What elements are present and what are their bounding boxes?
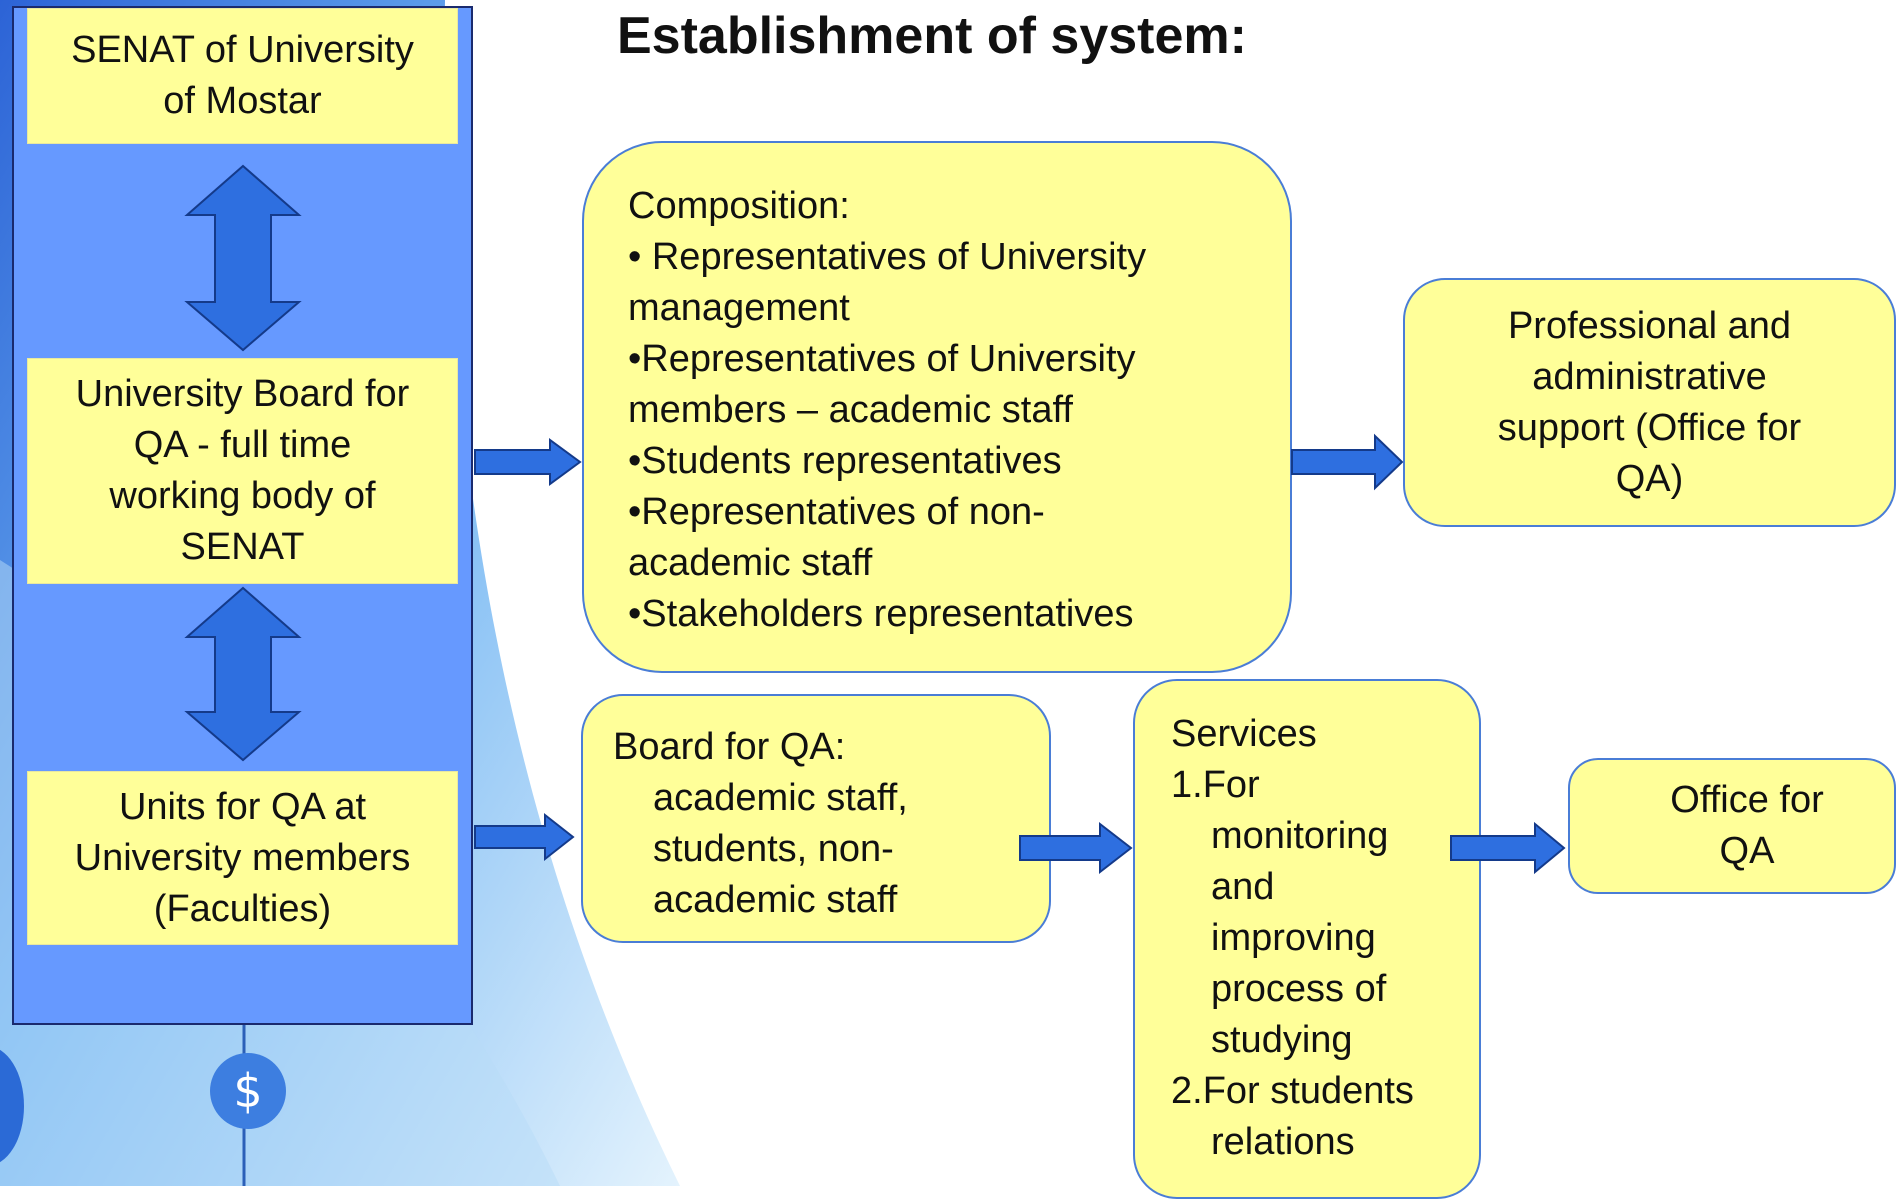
composition-line: •Representatives of University xyxy=(628,338,1136,380)
board-qa-line: academic staff xyxy=(653,879,898,921)
services-item-number: 2. xyxy=(1171,1070,1203,1112)
senat-box: SENAT of University of Mostar xyxy=(27,8,458,144)
double-arrow-icon xyxy=(184,586,302,762)
services-item-text: process of xyxy=(1211,968,1387,1010)
board-line: University Board for xyxy=(75,373,410,415)
professional-support-box: Professional and administrative support … xyxy=(1403,278,1896,527)
right-arrow-icon xyxy=(1450,821,1566,875)
board-for-qa-box: Board for QA: academic staff, students, … xyxy=(581,694,1051,943)
services-item-text: and xyxy=(1211,866,1275,908)
senat-line: SENAT of University xyxy=(71,29,414,71)
right-arrow-icon xyxy=(474,812,575,862)
double-arrow-icon xyxy=(184,164,302,352)
support-line: support (Office for xyxy=(1497,406,1802,449)
composition-line: management xyxy=(628,287,850,329)
services-box: Services 1.For monitoring and improving … xyxy=(1133,679,1481,1199)
right-arrow-icon xyxy=(474,438,582,486)
services-heading: Services xyxy=(1171,713,1317,755)
office-for-qa-box: Office for QA xyxy=(1568,758,1896,894)
board-line: QA - full time xyxy=(133,424,352,466)
services-item-text: studying xyxy=(1211,1019,1353,1061)
services-item: 2.For students xyxy=(1171,1066,1479,1117)
board-qa-line: students, non- xyxy=(653,828,894,870)
composition-heading: Composition: xyxy=(628,185,850,227)
services-item-number: 1. xyxy=(1171,764,1203,806)
board-qa-line: academic staff, xyxy=(653,777,908,819)
services-item-text: relations xyxy=(1211,1121,1355,1163)
page-title: Establishment of system: xyxy=(617,7,1247,65)
office-line: Office for xyxy=(1670,779,1824,821)
services-item-text: For xyxy=(1202,764,1260,806)
composition-line: academic staff xyxy=(628,542,873,584)
composition-line: •Students representatives xyxy=(628,440,1062,482)
services-item-text: improving xyxy=(1211,917,1376,959)
senat-line: of Mostar xyxy=(163,80,322,122)
units-line: Units for QA at xyxy=(118,785,367,828)
services-item-text: monitoring xyxy=(1211,815,1389,857)
support-line: administrative xyxy=(1532,355,1767,398)
composition-line: members – academic staff xyxy=(628,389,1073,431)
units-line: University members xyxy=(74,836,411,879)
board-qa-heading: Board for QA: xyxy=(613,726,846,768)
composition-line: •Stakeholders representatives xyxy=(628,593,1134,635)
board-line: SENAT xyxy=(180,526,305,568)
units-box: Units for QA at University members (Facu… xyxy=(27,771,458,945)
university-board-box: University Board for QA - full time work… xyxy=(27,358,458,584)
right-arrow-icon xyxy=(1019,821,1133,875)
board-line: working body of xyxy=(109,475,376,517)
support-line: QA) xyxy=(1615,457,1684,500)
services-item: 1.For xyxy=(1171,760,1479,811)
services-item-text: For students xyxy=(1202,1070,1414,1112)
composition-line: • Representatives of University xyxy=(628,236,1147,278)
units-line: (Faculties) xyxy=(153,887,332,930)
dollar-icon: $ xyxy=(210,1053,286,1129)
composition-box: Composition: • Representatives of Univer… xyxy=(582,141,1292,673)
office-line: QA xyxy=(1719,830,1775,872)
right-arrow-icon xyxy=(1291,433,1404,491)
composition-line: •Representatives of non- xyxy=(628,491,1045,533)
support-line: Professional and xyxy=(1507,304,1792,347)
